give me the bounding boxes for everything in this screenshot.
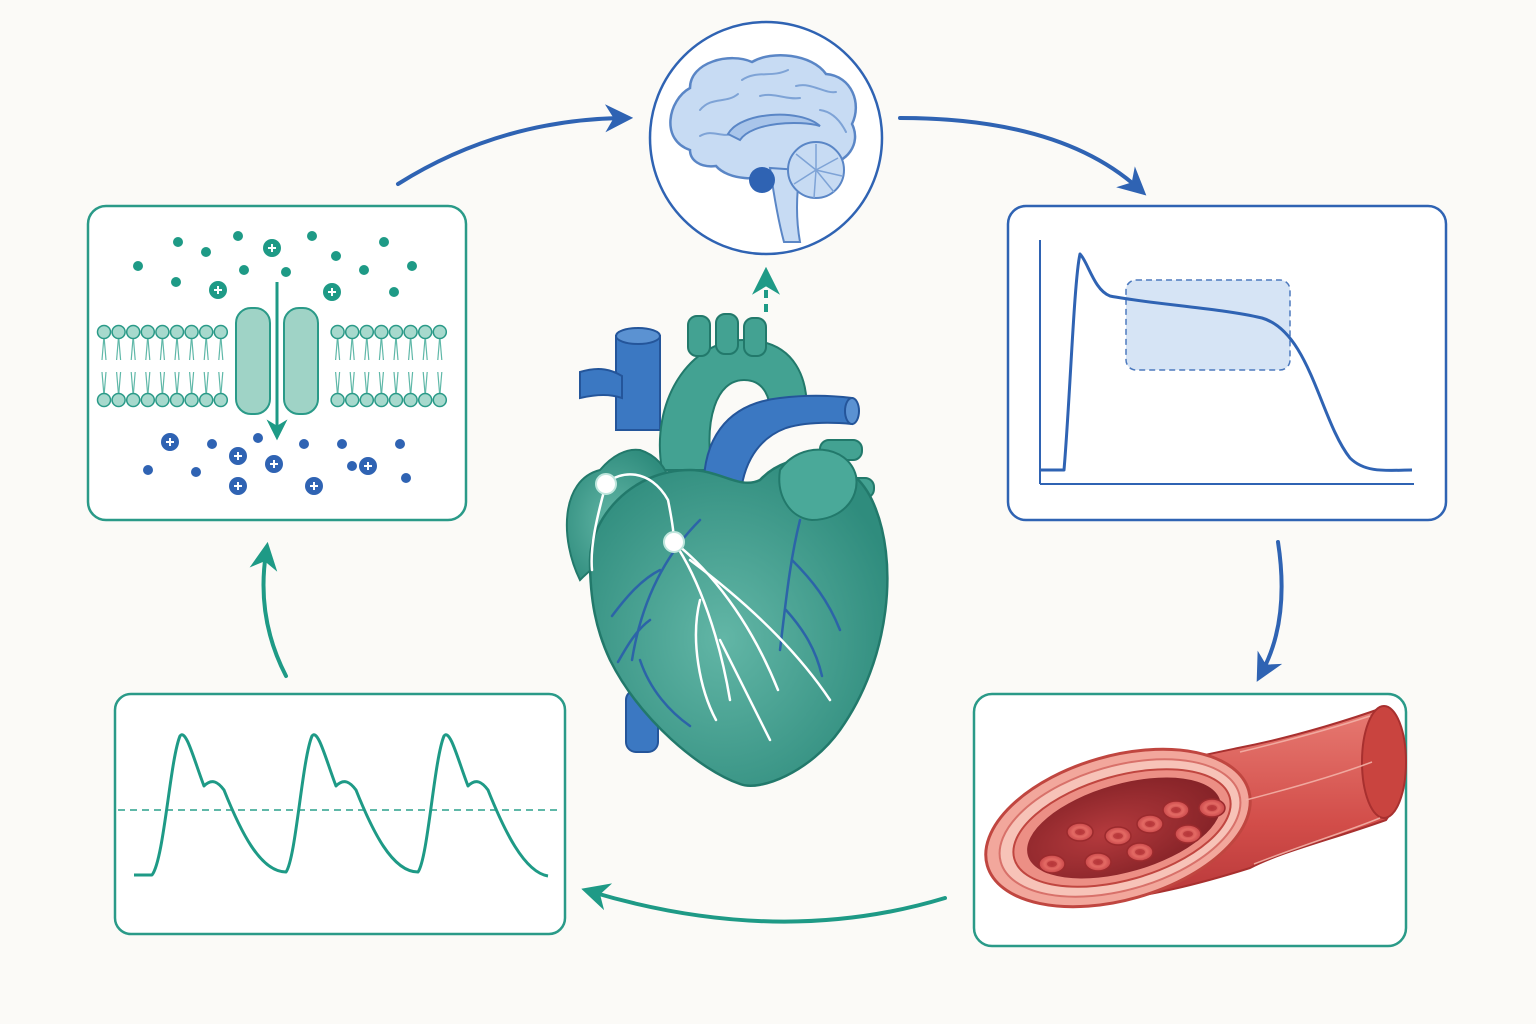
ion-dot xyxy=(395,439,405,449)
lipid-head xyxy=(359,324,375,340)
av-node xyxy=(663,531,685,553)
ion-dot xyxy=(201,247,211,257)
ion-channel-panel xyxy=(86,204,468,522)
sa-node xyxy=(595,473,617,495)
ion-dot xyxy=(347,461,357,471)
ion-dot xyxy=(171,277,181,287)
ion-dot xyxy=(379,237,389,247)
lipid-head xyxy=(184,324,199,340)
ion-dot xyxy=(407,261,417,271)
lipid-head xyxy=(111,392,126,408)
lipid-head xyxy=(330,324,345,340)
lipid-head xyxy=(432,324,448,340)
lipid-head xyxy=(140,324,156,340)
lipid-head xyxy=(169,324,185,340)
lipid-bilayer xyxy=(96,324,448,408)
arrow-action-potential-to-vessel xyxy=(1256,540,1284,682)
heart-icon xyxy=(565,313,889,787)
lipid-head xyxy=(417,392,433,408)
ion-dot xyxy=(253,433,263,443)
lipid-head xyxy=(169,392,185,408)
blood-vessel-panel xyxy=(972,692,1408,948)
red-blood-cells xyxy=(1038,798,1226,874)
lipid-head xyxy=(111,324,126,340)
ions xyxy=(133,231,417,495)
lipid-head xyxy=(140,392,156,408)
ion-dot xyxy=(299,439,309,449)
lipid-head xyxy=(96,392,112,408)
lipid-head xyxy=(96,324,112,340)
ion-dot xyxy=(281,267,291,277)
lipid-head xyxy=(344,324,360,340)
lipid-head xyxy=(155,392,170,408)
waveform-trace xyxy=(134,733,549,878)
channel-protein-left xyxy=(235,307,271,415)
lipid-head xyxy=(403,392,418,408)
ion-dot xyxy=(359,265,369,275)
ion-dot xyxy=(401,473,411,483)
lipid-head xyxy=(388,392,404,408)
channel-protein-right xyxy=(283,307,319,415)
lipid-head xyxy=(198,324,214,340)
arrow-brain-to-action-potential xyxy=(898,116,1147,196)
ion-channel-membrane-icon xyxy=(96,231,448,495)
lipid-head xyxy=(388,324,404,340)
cycle-arrows xyxy=(249,104,1284,924)
lipid-head xyxy=(403,324,418,340)
lipid-head xyxy=(344,392,360,408)
ion-dot xyxy=(307,231,317,241)
lipid-head xyxy=(125,324,141,340)
brain-nucleus-dot xyxy=(749,167,775,193)
action-potential-curve-icon xyxy=(1039,240,1414,485)
lipid-head xyxy=(417,324,433,340)
pressure-waveform-icon xyxy=(118,733,562,878)
lipid-head xyxy=(125,392,141,408)
ion-dot xyxy=(207,439,217,449)
ion-dot xyxy=(133,261,143,271)
arrow-ion-to-brain xyxy=(396,104,634,186)
lipid-head xyxy=(198,392,214,408)
ap-plateau-highlight xyxy=(1125,279,1291,371)
lipid-head xyxy=(374,324,389,340)
arrow-waveform-to-ion xyxy=(249,541,288,678)
ion-dot xyxy=(331,251,341,261)
ap-trace xyxy=(1040,252,1413,472)
arrow-vessel-to-waveform xyxy=(581,883,947,924)
action-potential-panel xyxy=(1006,204,1448,522)
lipid-head xyxy=(155,324,170,340)
lipid-head xyxy=(330,392,345,408)
ion-dot xyxy=(191,467,201,477)
brain-icon xyxy=(669,54,857,243)
lipid-head xyxy=(213,392,229,408)
pressure-waveform-panel xyxy=(113,692,567,936)
ion-dot xyxy=(173,237,183,247)
brain-node xyxy=(648,20,884,256)
lipid-head xyxy=(432,392,448,408)
ion-dot xyxy=(337,439,347,449)
ion-dot xyxy=(389,287,399,297)
ion-dot xyxy=(239,265,249,275)
lipid-head xyxy=(213,324,229,340)
blood-vessel-icon xyxy=(984,705,1407,909)
ion-dot xyxy=(233,231,243,241)
lipid-head xyxy=(359,392,375,408)
lipid-head xyxy=(184,392,199,408)
ion-dot xyxy=(143,465,153,475)
lipid-head xyxy=(374,392,389,408)
